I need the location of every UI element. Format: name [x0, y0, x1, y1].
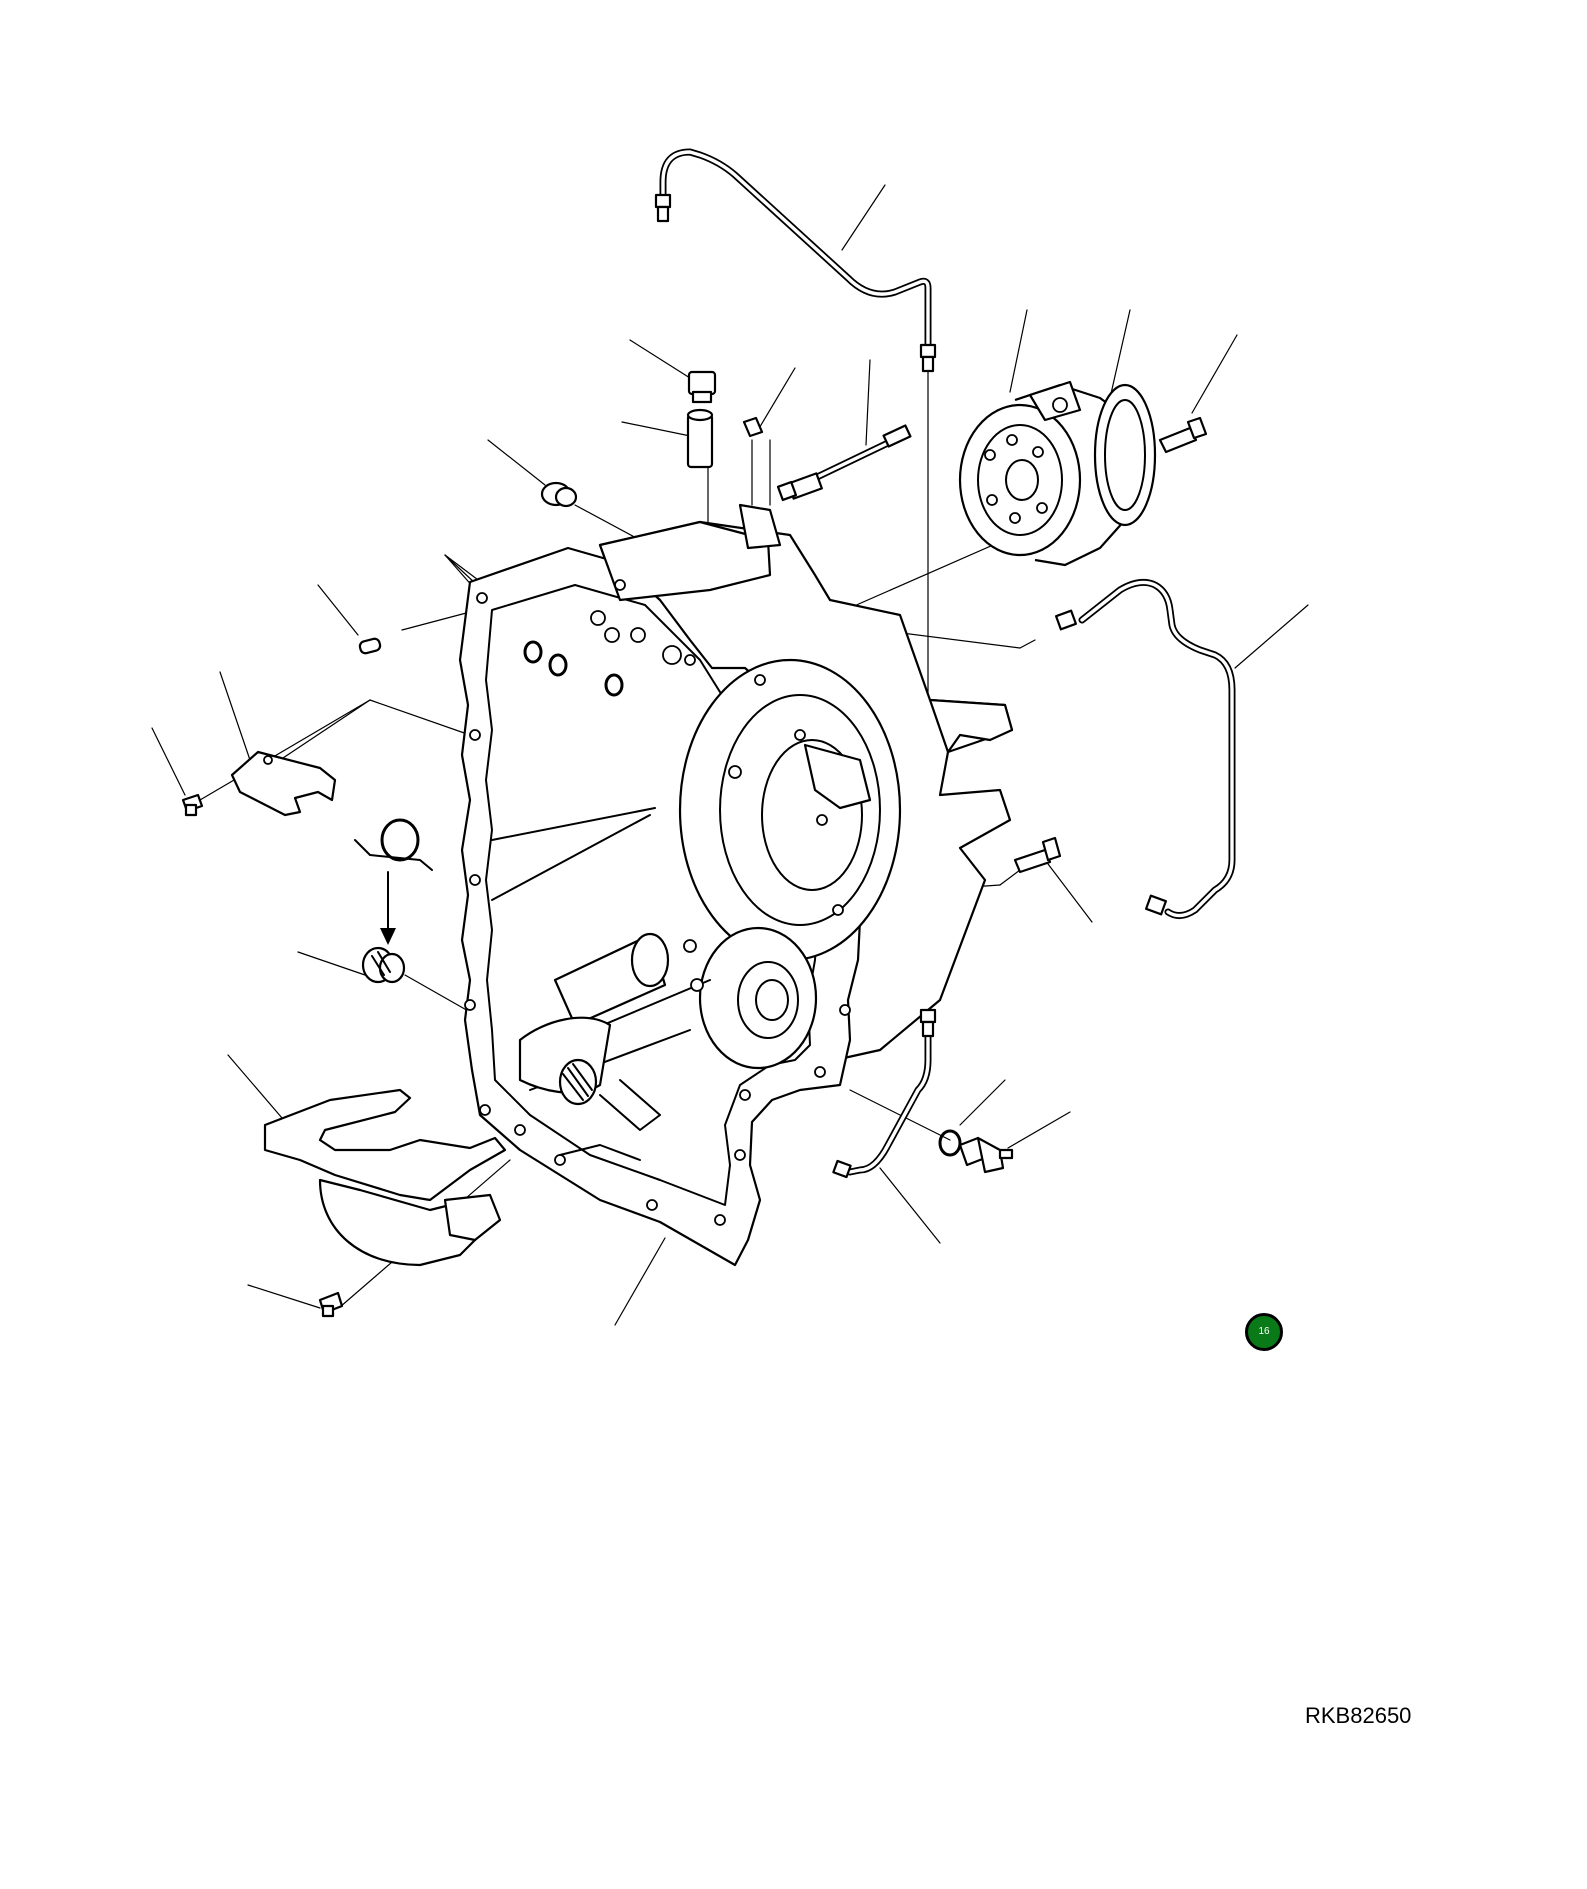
sleeve-pin: [686, 408, 714, 469]
o-ring-sensor: [938, 1129, 962, 1157]
bolt-mid-right: [1013, 836, 1062, 874]
page-number-badge: 16: [1245, 1313, 1283, 1351]
bolt-cover-left: [181, 793, 204, 817]
small-plug-top: [742, 416, 764, 438]
o-rings-set: [523, 640, 624, 697]
upper-hydraulic-pipe: [654, 148, 937, 373]
pump-assembly: [958, 380, 1157, 567]
lower-hydraulic-pipe: [832, 1008, 937, 1179]
cover-plate-left: [230, 750, 337, 817]
bolt-shield: [318, 1291, 344, 1318]
cap-nut: [687, 370, 717, 404]
transmission-housing: [458, 503, 1014, 1267]
dowel-pin: [358, 637, 382, 655]
temperature-sensor: [958, 1136, 1014, 1174]
threaded-plug-upper: [540, 481, 578, 508]
sensor-hose: [776, 424, 912, 502]
bolt-pump: [1158, 416, 1208, 454]
o-ring-plug: [380, 818, 420, 862]
dust-shield-lower: [263, 1088, 507, 1267]
drawing-reference-code: RKB82650: [1305, 1703, 1412, 1728]
drain-plug-with-arrow: [354, 839, 433, 984]
right-hydraulic-pipe: [1054, 578, 1236, 919]
